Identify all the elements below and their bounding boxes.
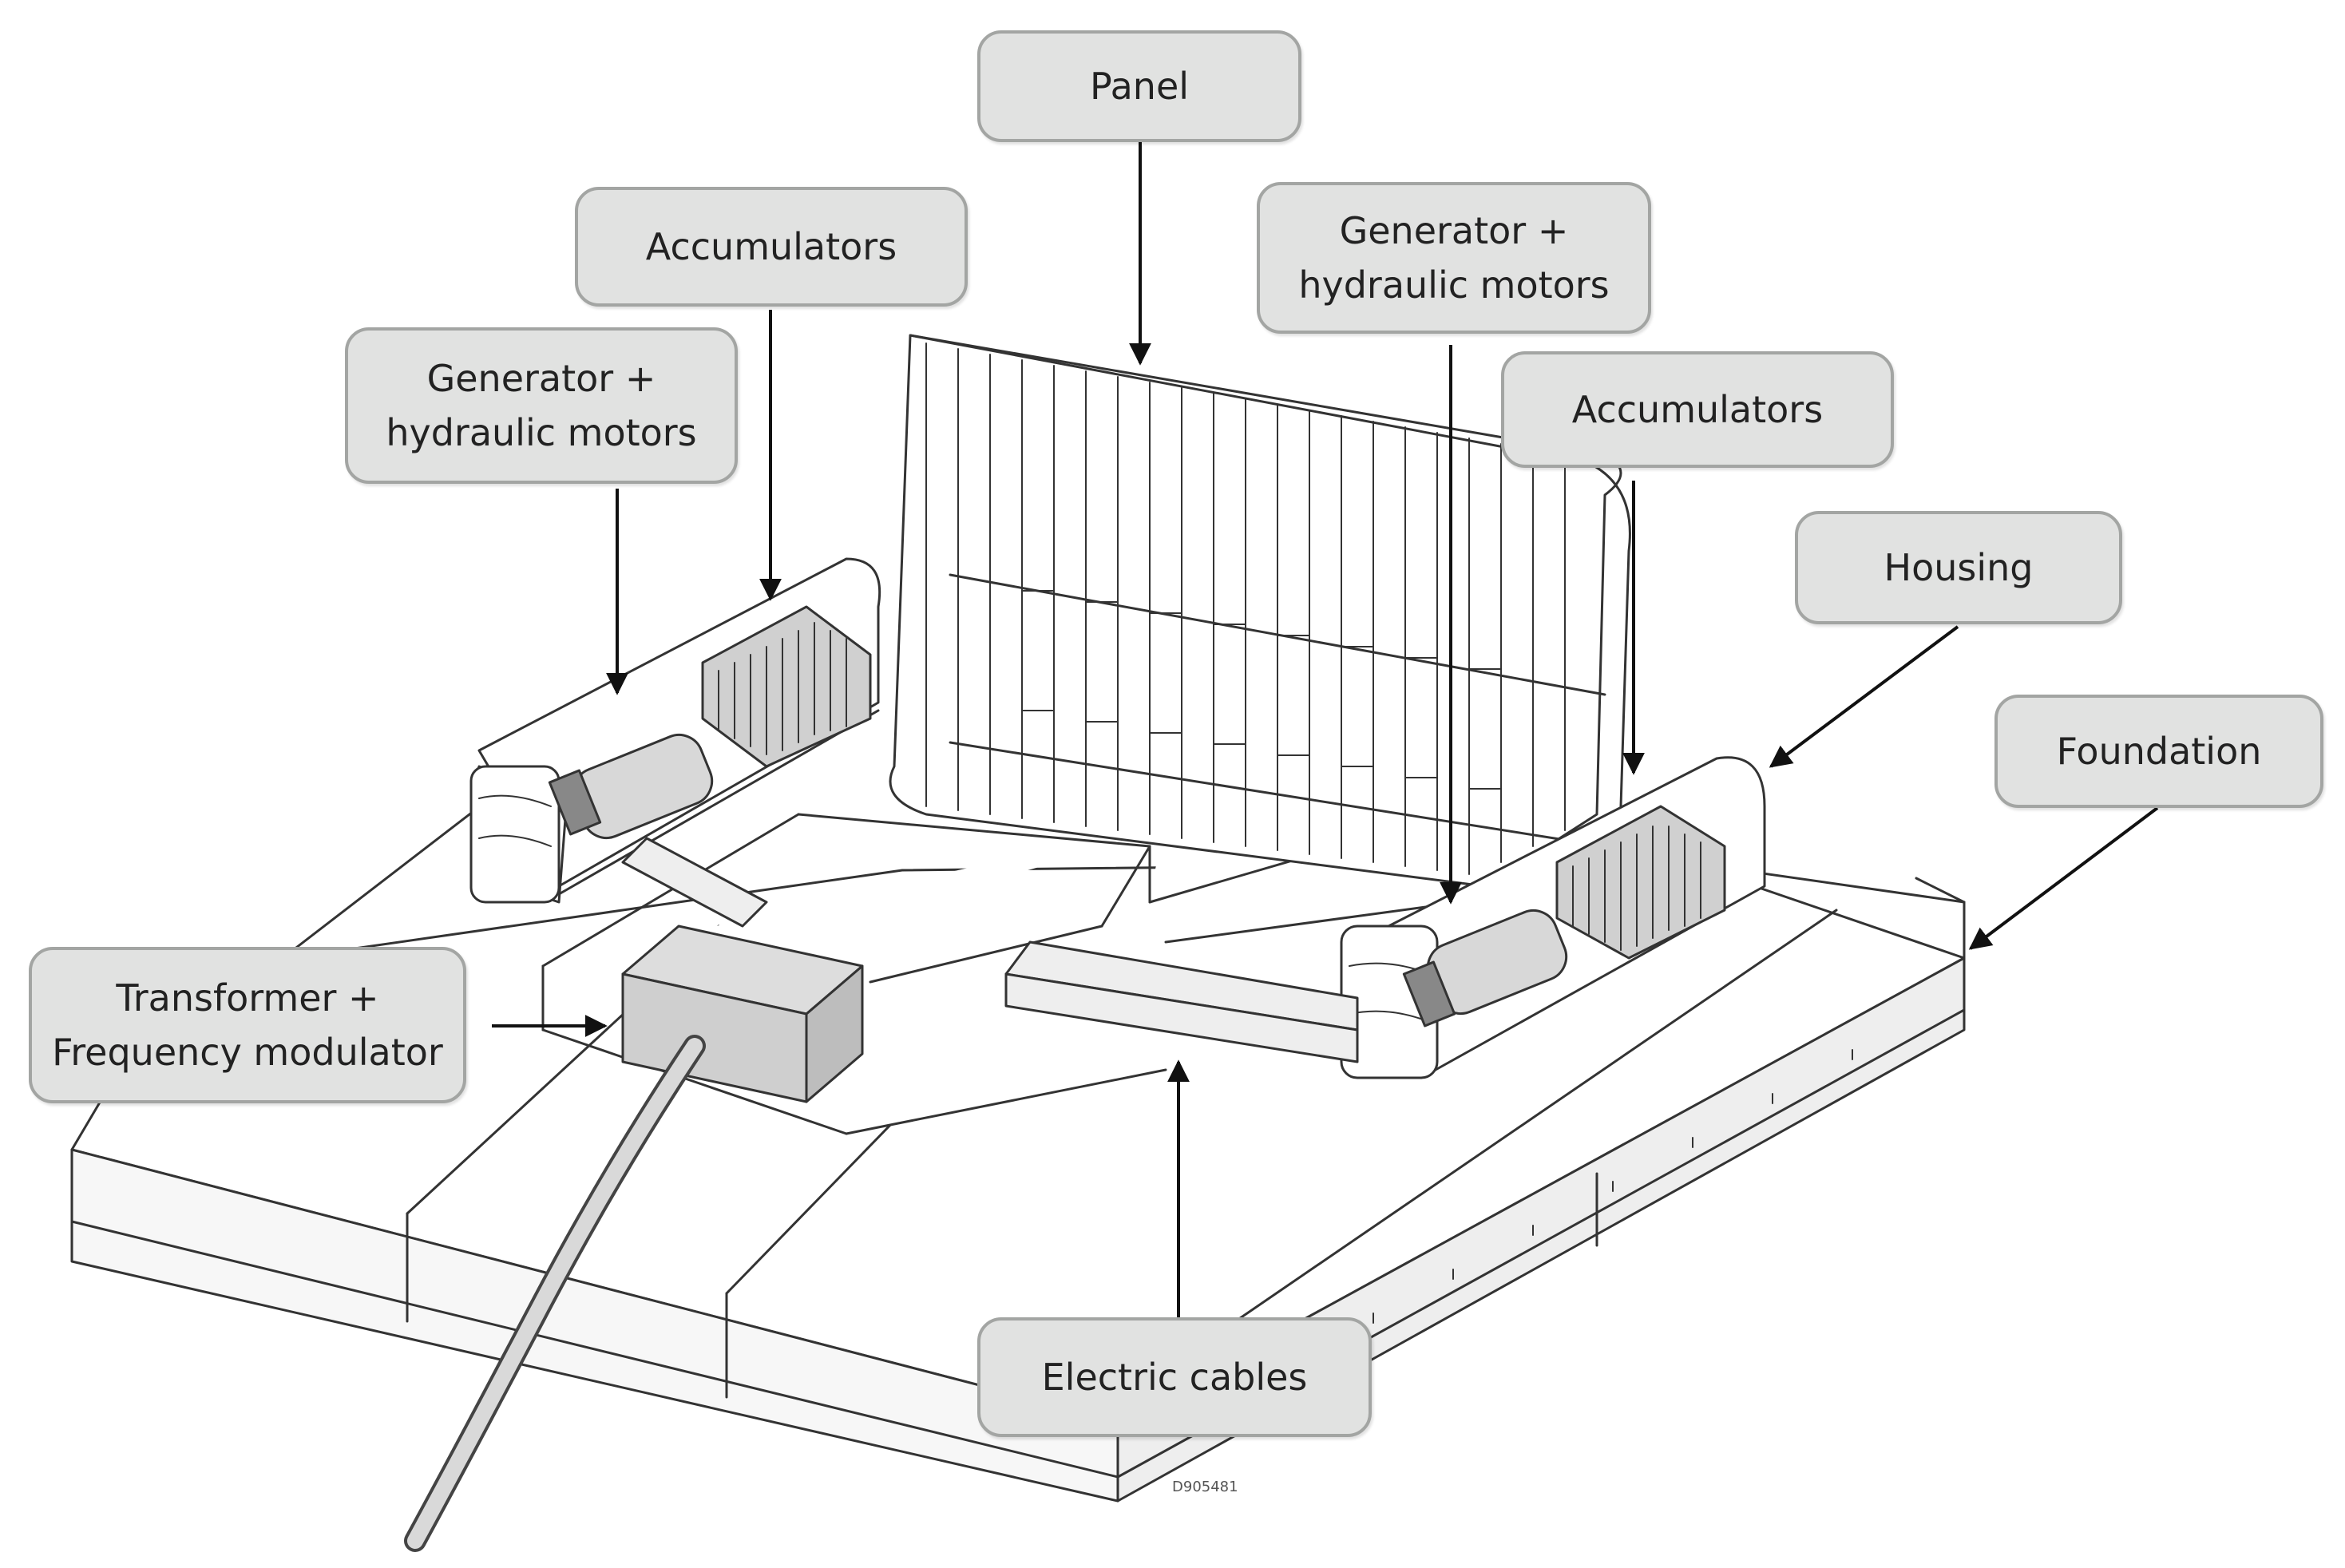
housing-label-text: Housing	[1884, 546, 2034, 589]
foundation-arrow	[1968, 806, 2159, 950]
panel-label-text: Panel	[1089, 65, 1190, 108]
foundation-label: Foundation	[1994, 695, 2323, 808]
transformer-label: Transformer + Frequency modulator	[29, 947, 466, 1103]
left-generator	[548, 733, 714, 840]
generator-right-label: Generator + hydraulic motors	[1257, 182, 1651, 334]
accumulators-left-text: Accumulators	[645, 225, 897, 268]
right-generator	[1402, 909, 1568, 1028]
electric-cables-label: Electric cables	[977, 1317, 1372, 1437]
housing-arrow	[1769, 625, 1959, 768]
generator-left-line1: Generator +	[426, 357, 656, 400]
panel-label: Panel	[977, 30, 1301, 142]
transformer-line2: Frequency modulator	[52, 1031, 443, 1074]
foundation-label-text: Foundation	[2056, 730, 2262, 773]
electric-cables-text: Electric cables	[1041, 1356, 1308, 1399]
generator-left-line2: hydraulic motors	[386, 411, 697, 454]
right-accumulators	[1555, 805, 1726, 960]
housing-label: Housing	[1795, 511, 2122, 624]
electric-cable-ducts	[621, 837, 1359, 1063]
accumulators-left-label: Accumulators	[575, 187, 968, 307]
generator-right-line1: Generator +	[1339, 209, 1569, 252]
accumulators-right-text: Accumulators	[1571, 388, 1824, 431]
accumulators-right-label: Accumulators	[1501, 351, 1894, 468]
transformer-line1: Transformer +	[116, 976, 379, 1020]
generator-right-line2: hydraulic motors	[1298, 263, 1610, 307]
drawing-code: D905481	[1172, 1479, 1238, 1495]
left-accumulators	[701, 605, 872, 768]
generator-left-label: Generator + hydraulic motors	[345, 327, 738, 484]
panel-flap	[889, 334, 1631, 888]
